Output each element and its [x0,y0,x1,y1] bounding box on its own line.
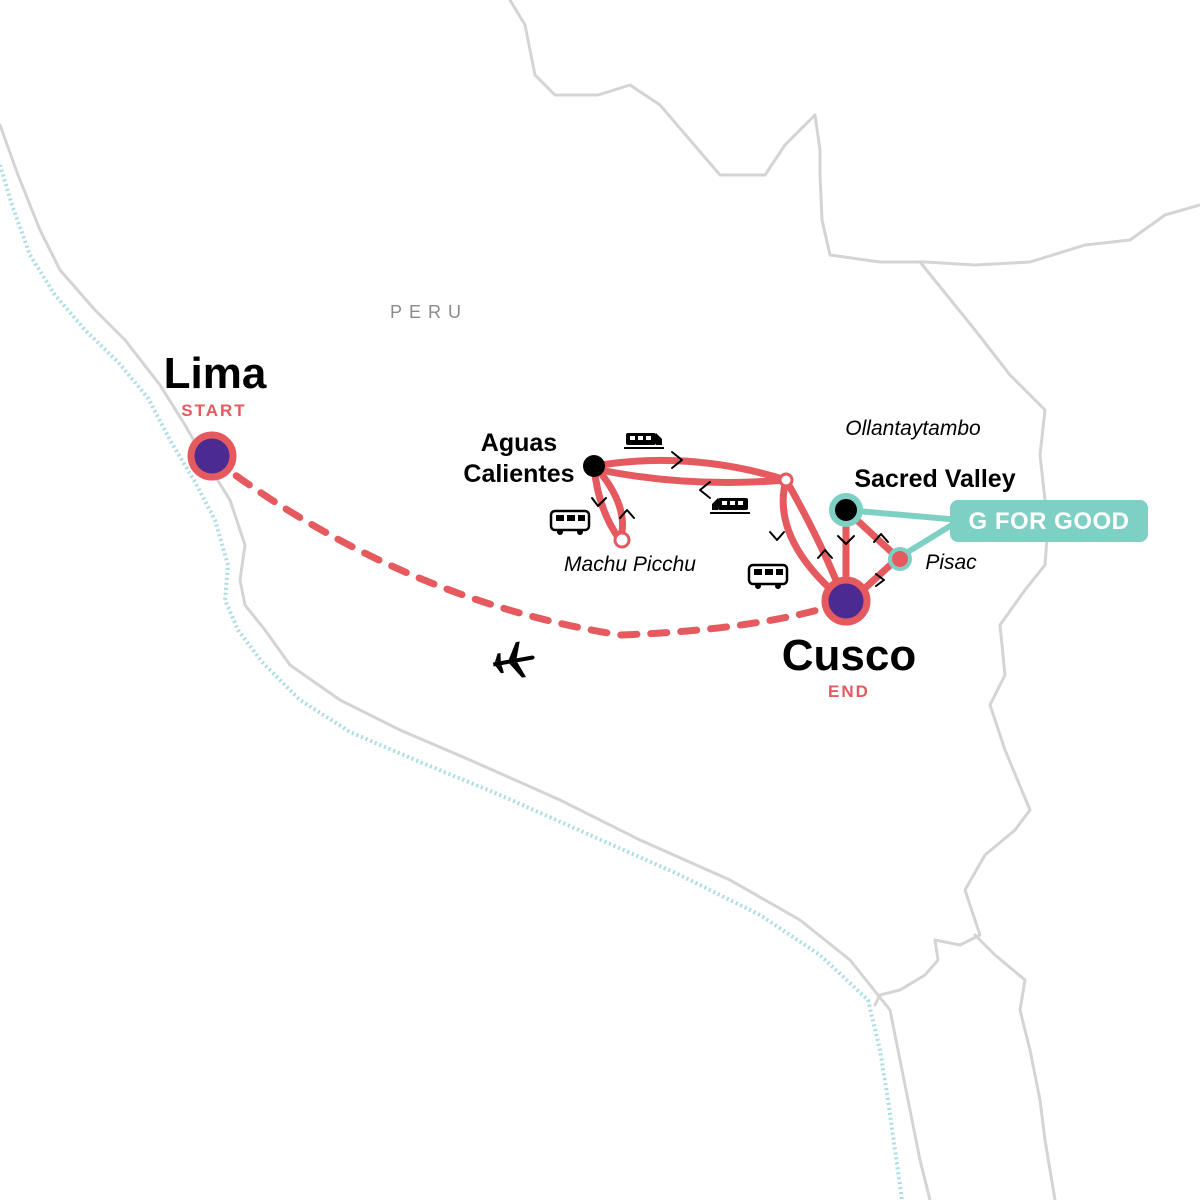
city-label-aguas-calientes-line2: Calientes [463,460,574,488]
bus-icon [549,509,591,535]
pisac-marker[interactable] [888,547,912,571]
southeast-border [973,933,1057,1200]
lima-start-tag: START [181,401,246,420]
northern-border [508,0,1200,267]
cusco-marker[interactable] [821,576,871,626]
chevron-left-icon [699,481,711,499]
city-label-aguas-calientes-line1: Aguas [481,429,557,457]
g-for-good-badge-bg [950,500,1148,542]
ollantaytambo-marker[interactable] [778,472,794,488]
chevron-down-icon [837,535,855,545]
flight-route-lima-cusco [208,454,849,639]
place-label-ollantaytambo: Ollantaytambo [845,417,981,440]
aguas-calientes-marker[interactable] [583,455,605,477]
place-label-machu-picchu: Machu Picchu [564,553,696,576]
route-ollantaytambo-cusco-b [782,476,844,594]
chevron-down-icon [769,531,785,541]
chevron-right-icon [875,573,885,587]
direction-chevrons [591,451,889,587]
country-label: PERU [390,302,468,322]
g-for-good-badge[interactable]: G FOR GOOD [950,500,1148,542]
city-label-cusco: Cusco [782,631,916,680]
sacred-valley-to-badge [843,507,963,523]
train-route-aguas-to-ollantaytambo [590,456,790,484]
chevron-up-icon [619,509,635,519]
place-label-pisac: Pisac [925,551,977,574]
lima-marker[interactable] [187,431,237,481]
bus-icon [747,563,789,589]
coastline [0,123,932,1200]
chevron-up-icon [873,533,889,543]
train-icon [624,433,664,449]
cusco-end-tag: END [828,682,870,701]
plane-icon [492,641,535,678]
city-label-sacred-valley: Sacred Valley [854,465,1015,493]
train-icon [710,498,750,514]
eastern-border [873,260,1050,1007]
train-route-ollantaytambo-to-aguas [596,466,790,486]
g-for-good-badge-label: G FOR GOOD [969,508,1130,535]
chevron-up-icon [817,549,833,559]
machu-picchu-marker[interactable] [613,531,631,549]
stop-markers [187,431,912,626]
city-label-lima: Lima [164,349,267,398]
chevron-right-icon [671,451,683,469]
chevron-down-icon [591,497,607,507]
sacred-valley-marker[interactable] [829,493,863,527]
